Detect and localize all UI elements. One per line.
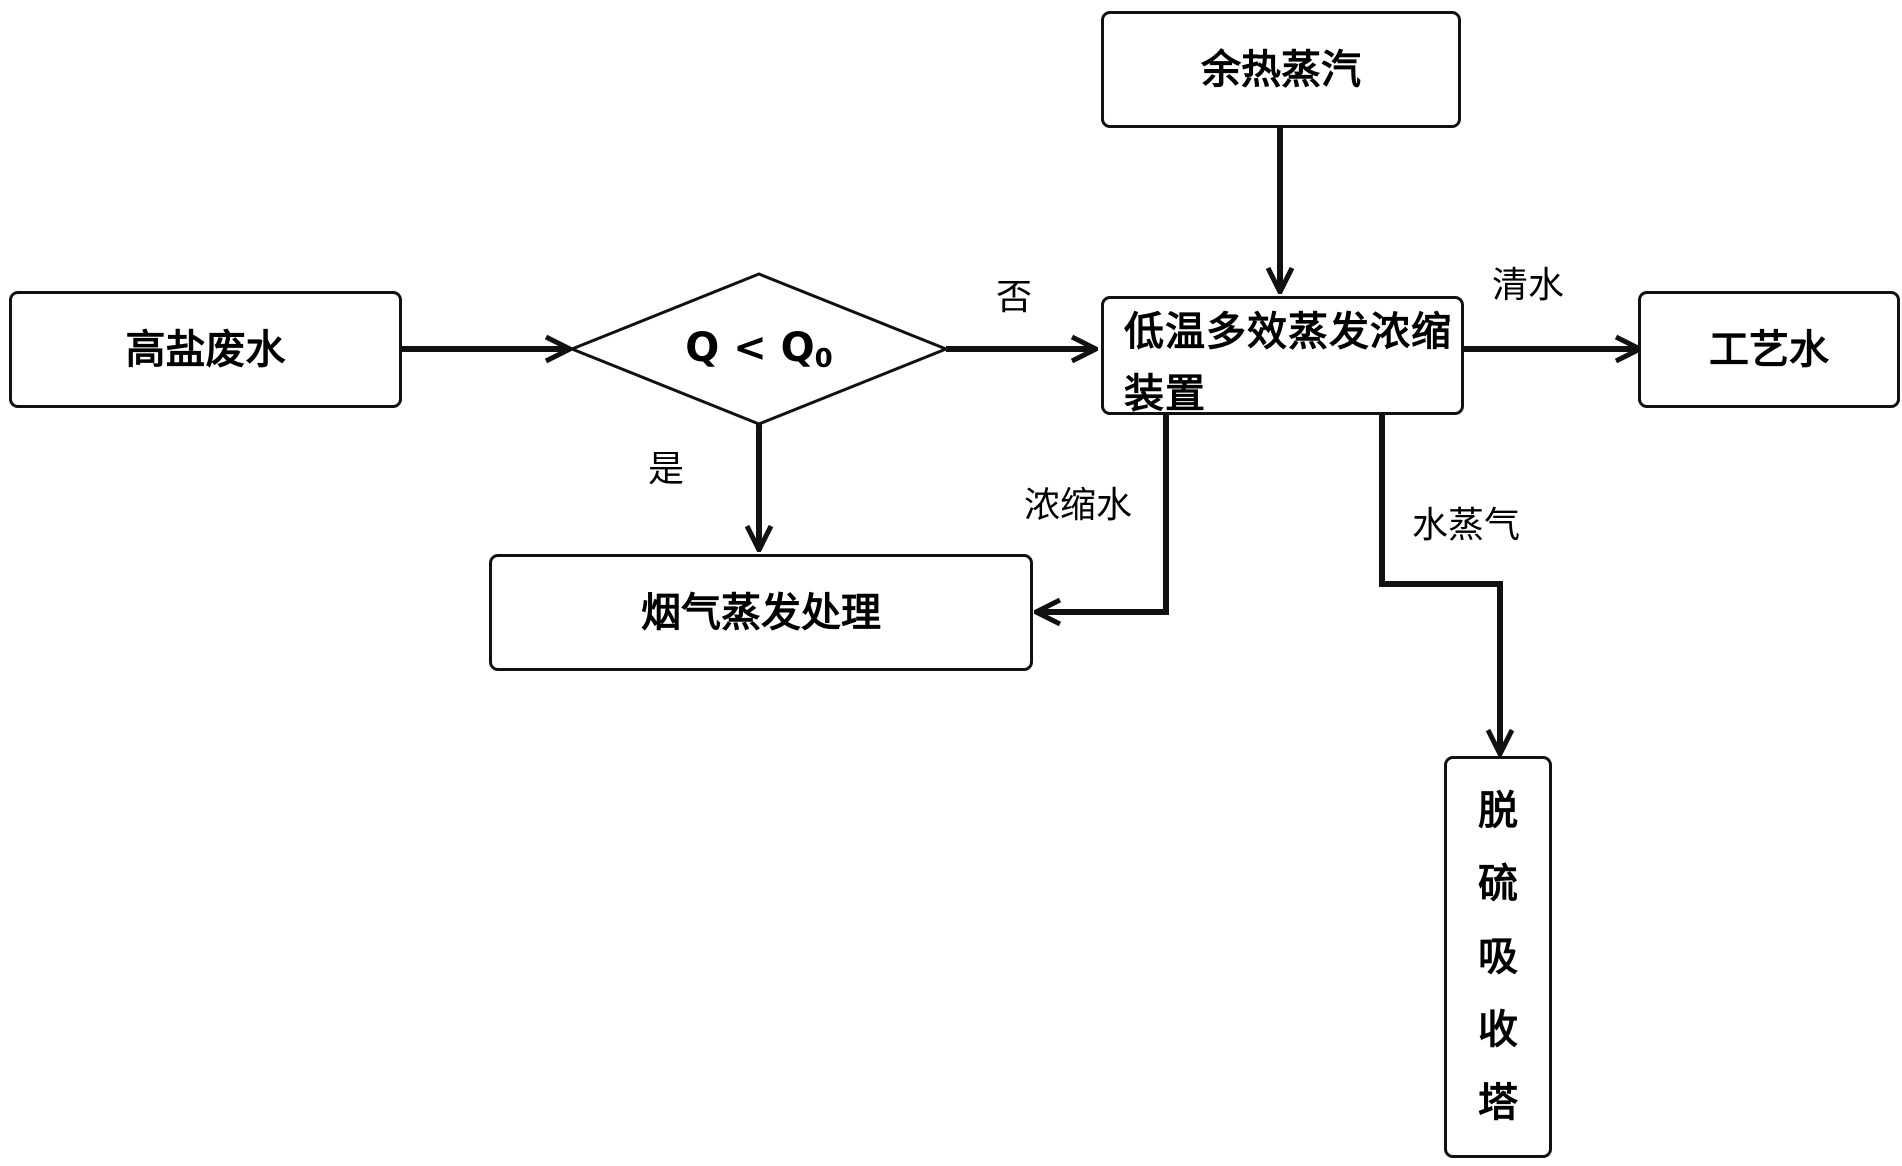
node-label: 烟气蒸发处理 bbox=[641, 589, 881, 636]
node-evaporator: 低温多效蒸发浓缩装置 bbox=[1101, 296, 1464, 417]
edge-label-concentrate: 浓缩水 bbox=[1024, 485, 1133, 526]
node-label: 低温多效蒸发浓缩装置 bbox=[1124, 309, 1452, 417]
arrow-evaporator-to-tower bbox=[1379, 415, 1500, 754]
decision-q0-subscript: 0 bbox=[814, 343, 833, 374]
edge-label-clear-water: 清水 bbox=[1492, 265, 1565, 306]
decision-operator: < bbox=[733, 324, 767, 371]
decision-q0: Q bbox=[780, 324, 815, 371]
node-waste-heat-steam: 余热蒸汽 bbox=[1101, 11, 1461, 128]
decision-node: Q < Q0 bbox=[572, 274, 946, 424]
decision-q: Q bbox=[685, 324, 720, 371]
edge-label-water-vapor: 水蒸气 bbox=[1412, 505, 1521, 546]
arrow-evaporator-to-flue-gas bbox=[1036, 415, 1169, 612]
node-label: 高盐废水 bbox=[125, 326, 286, 373]
node-flue-gas-treatment: 烟气蒸发处理 bbox=[489, 554, 1033, 671]
node-waste-water: 高盐废水 bbox=[9, 291, 402, 408]
node-process-water: 工艺水 bbox=[1638, 291, 1900, 408]
node-label: 余热蒸汽 bbox=[1201, 46, 1361, 93]
edge-label-yes: 是 bbox=[648, 449, 685, 490]
decision-condition: Q < Q0 bbox=[685, 325, 833, 374]
edge-label-no: 否 bbox=[996, 277, 1033, 318]
node-label: 工艺水 bbox=[1709, 326, 1829, 373]
node-label: 脱硫吸收塔 bbox=[1478, 787, 1518, 1126]
node-desulfurization-tower: 脱硫吸收塔 bbox=[1444, 756, 1552, 1158]
